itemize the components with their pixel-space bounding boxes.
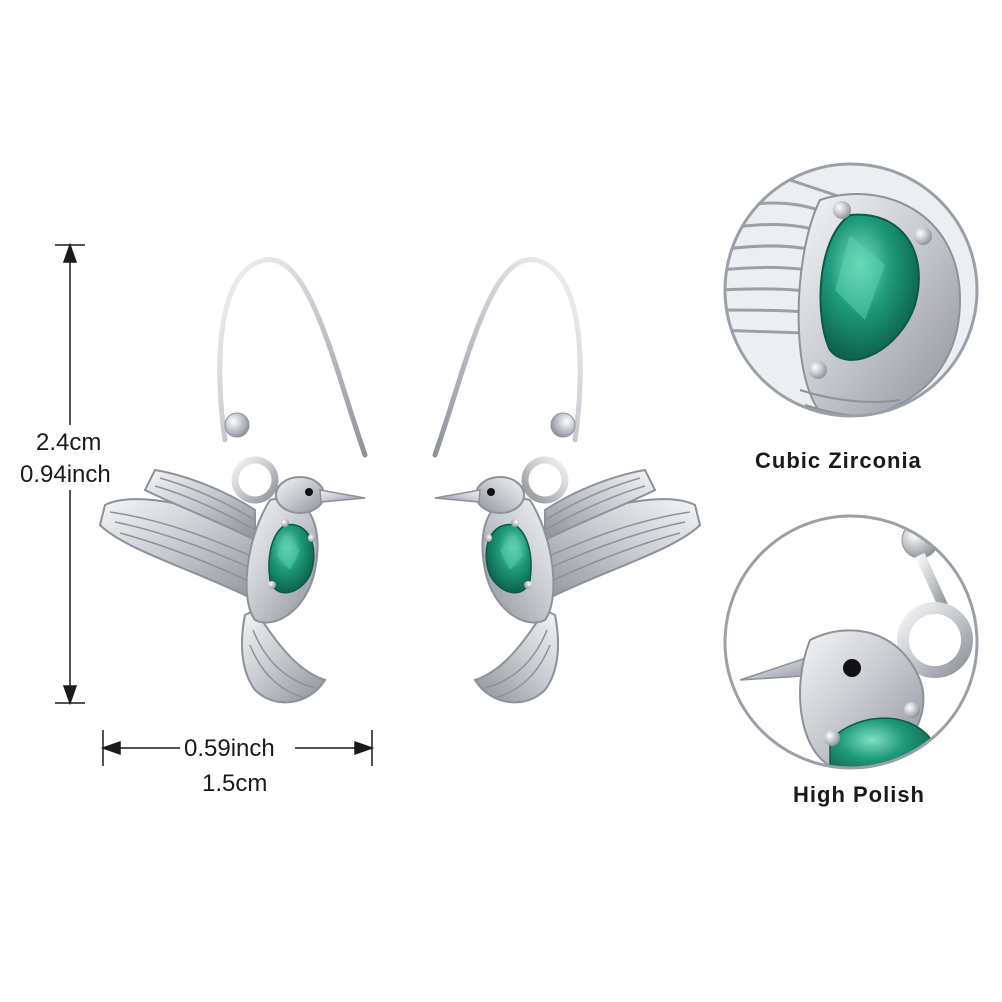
- height-dimension-line: [55, 242, 85, 706]
- high-polish-label: High Polish: [793, 782, 925, 807]
- width-cm-label: 1.5cm: [202, 770, 268, 797]
- gem-closeup-circle: [723, 162, 979, 418]
- height-inch-label: 0.94inch: [20, 461, 111, 488]
- width-dimension-line: [100, 730, 375, 766]
- width-inch-label: 0.59inch: [184, 735, 275, 762]
- polish-closeup-circle: [723, 514, 979, 770]
- cubic-zirconia-label: Cubic Zirconia: [755, 448, 922, 473]
- height-cm-label: 2.4cm: [36, 429, 102, 456]
- left-earring: [100, 260, 365, 703]
- right-earring: [435, 260, 700, 703]
